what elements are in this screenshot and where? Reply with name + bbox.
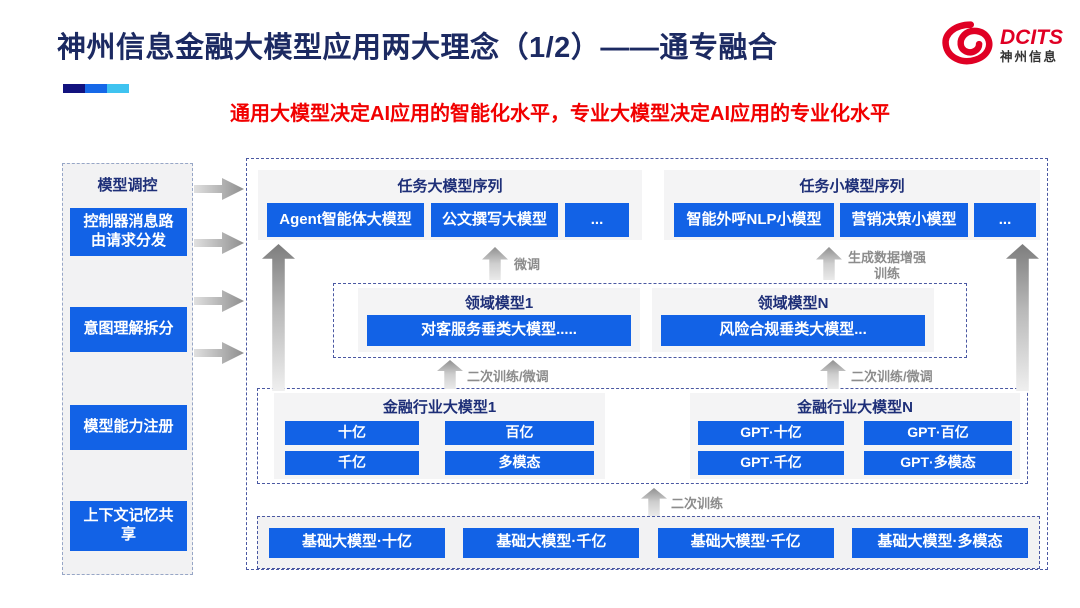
domain-group-1-title: 领域模型1 (464, 295, 534, 312)
arrow-right-icon (194, 342, 244, 364)
model-chip-customer-service: 对客服务垂类大模型..... (367, 315, 631, 346)
logo-company-text: 神州信息 (1000, 49, 1059, 64)
model-chip-base-100b: 基础大模型·千亿 (463, 527, 640, 558)
task-small-model-panel: 任务小模型序列 智能外呼NLP小模型 营销决策小模型 ... (664, 170, 1040, 240)
arrow-right-icon (194, 232, 244, 254)
task-large-title: 任务大模型序列 (397, 178, 503, 195)
arrow-right-icon (194, 290, 244, 312)
task-large-model-panel: 任务大模型序列 Agent智能体大模型 公文撰写大模型 ... (258, 170, 642, 240)
model-chip-risk-compliance: 风险合规垂类大模型... (661, 315, 925, 346)
dcits-logo: DCITS 神州信息 (940, 20, 1063, 70)
model-chip-agent: Agent智能体大模型 (267, 203, 424, 237)
base-model-box: 基础大模型·十亿 基础大模型·千亿 基础大模型·千亿 基础大模型·多模态 (257, 516, 1040, 569)
model-chip-100b: 千亿 (285, 451, 419, 475)
page-title: 神州信息金融大模型应用两大理念（1/2）——通专融合 (57, 32, 778, 64)
model-chip-document-writing: 公文撰写大模型 (431, 203, 558, 237)
sidebar-item-capability-register: 模型能力注册 (70, 405, 187, 450)
sidebar-item-controller-routing: 控制器消息路由请求分发 (70, 208, 187, 256)
model-chip-multimodal: 多模态 (445, 451, 594, 475)
industry-group-n: 金融行业大模型N GPT·十亿 GPT·百亿 GPT·千亿 GPT·多模态 (690, 393, 1020, 479)
sidebar-item-context-memory: 上下文记忆共享 (70, 501, 187, 551)
task-small-title: 任务小模型序列 (799, 178, 905, 195)
sidebar-model-control: 模型调控 控制器消息路由请求分发 意图理解拆分 模型能力注册 上下文记忆共享 (62, 163, 193, 575)
label-secondary-train-left: 二次训练/微调 (467, 369, 549, 384)
label-gen-data-augment: 生成数据增强训练 (847, 250, 926, 281)
model-chip-base-100b-2: 基础大模型·千亿 (657, 527, 834, 558)
industry-group-1: 金融行业大模型1 十亿 百亿 千亿 多模态 (274, 393, 605, 479)
label-secondary-train-right: 二次训练/微调 (851, 369, 933, 384)
model-chip-base-1b: 基础大模型·十亿 (269, 527, 445, 558)
model-chip-marketing-decision: 营销决策小模型 (840, 203, 968, 237)
label-secondary-train: 二次训练 (671, 496, 724, 511)
arrow-right-icon (194, 178, 244, 200)
industry-group-n-title: 金融行业大模型N (797, 399, 913, 416)
domain-group-1: 领域模型1 对客服务垂类大模型..... (358, 288, 640, 352)
dcits-swoosh-icon (942, 21, 993, 65)
model-chip-gpt-1b: GPT·十亿 (698, 421, 844, 445)
model-chip-gpt-10b: GPT·百亿 (864, 421, 1012, 445)
model-chip-1b: 十亿 (285, 421, 419, 445)
label-fine-tune: 微调 (514, 257, 541, 272)
model-chip-outbound-nlp: 智能外呼NLP小模型 (674, 203, 834, 237)
domain-group-n: 领域模型N 风险合规垂类大模型... (652, 288, 934, 352)
industry-group-1-title: 金融行业大模型1 (382, 399, 497, 416)
model-chip-base-multimodal: 基础大模型·多模态 (851, 527, 1028, 558)
model-chip-gpt-100b: GPT·千亿 (698, 451, 844, 475)
logo-brand-text: DCITS (1000, 25, 1063, 49)
model-chip-10b: 百亿 (445, 421, 594, 445)
model-chip-gpt-multimodal: GPT·多模态 (864, 451, 1012, 475)
sidebar-item-intent-split: 意图理解拆分 (70, 307, 187, 352)
sidebar-title: 模型调控 (97, 177, 158, 194)
slide-subtitle: 通用大模型决定AI应用的智能化水平，专业大模型决定AI应用的专业化水平 (230, 103, 890, 125)
model-chip-ellipsis: ... (565, 203, 629, 237)
domain-group-n-title: 领域模型N (757, 295, 829, 312)
title-accent-bar (63, 84, 129, 93)
model-chip-ellipsis: ... (974, 203, 1036, 237)
